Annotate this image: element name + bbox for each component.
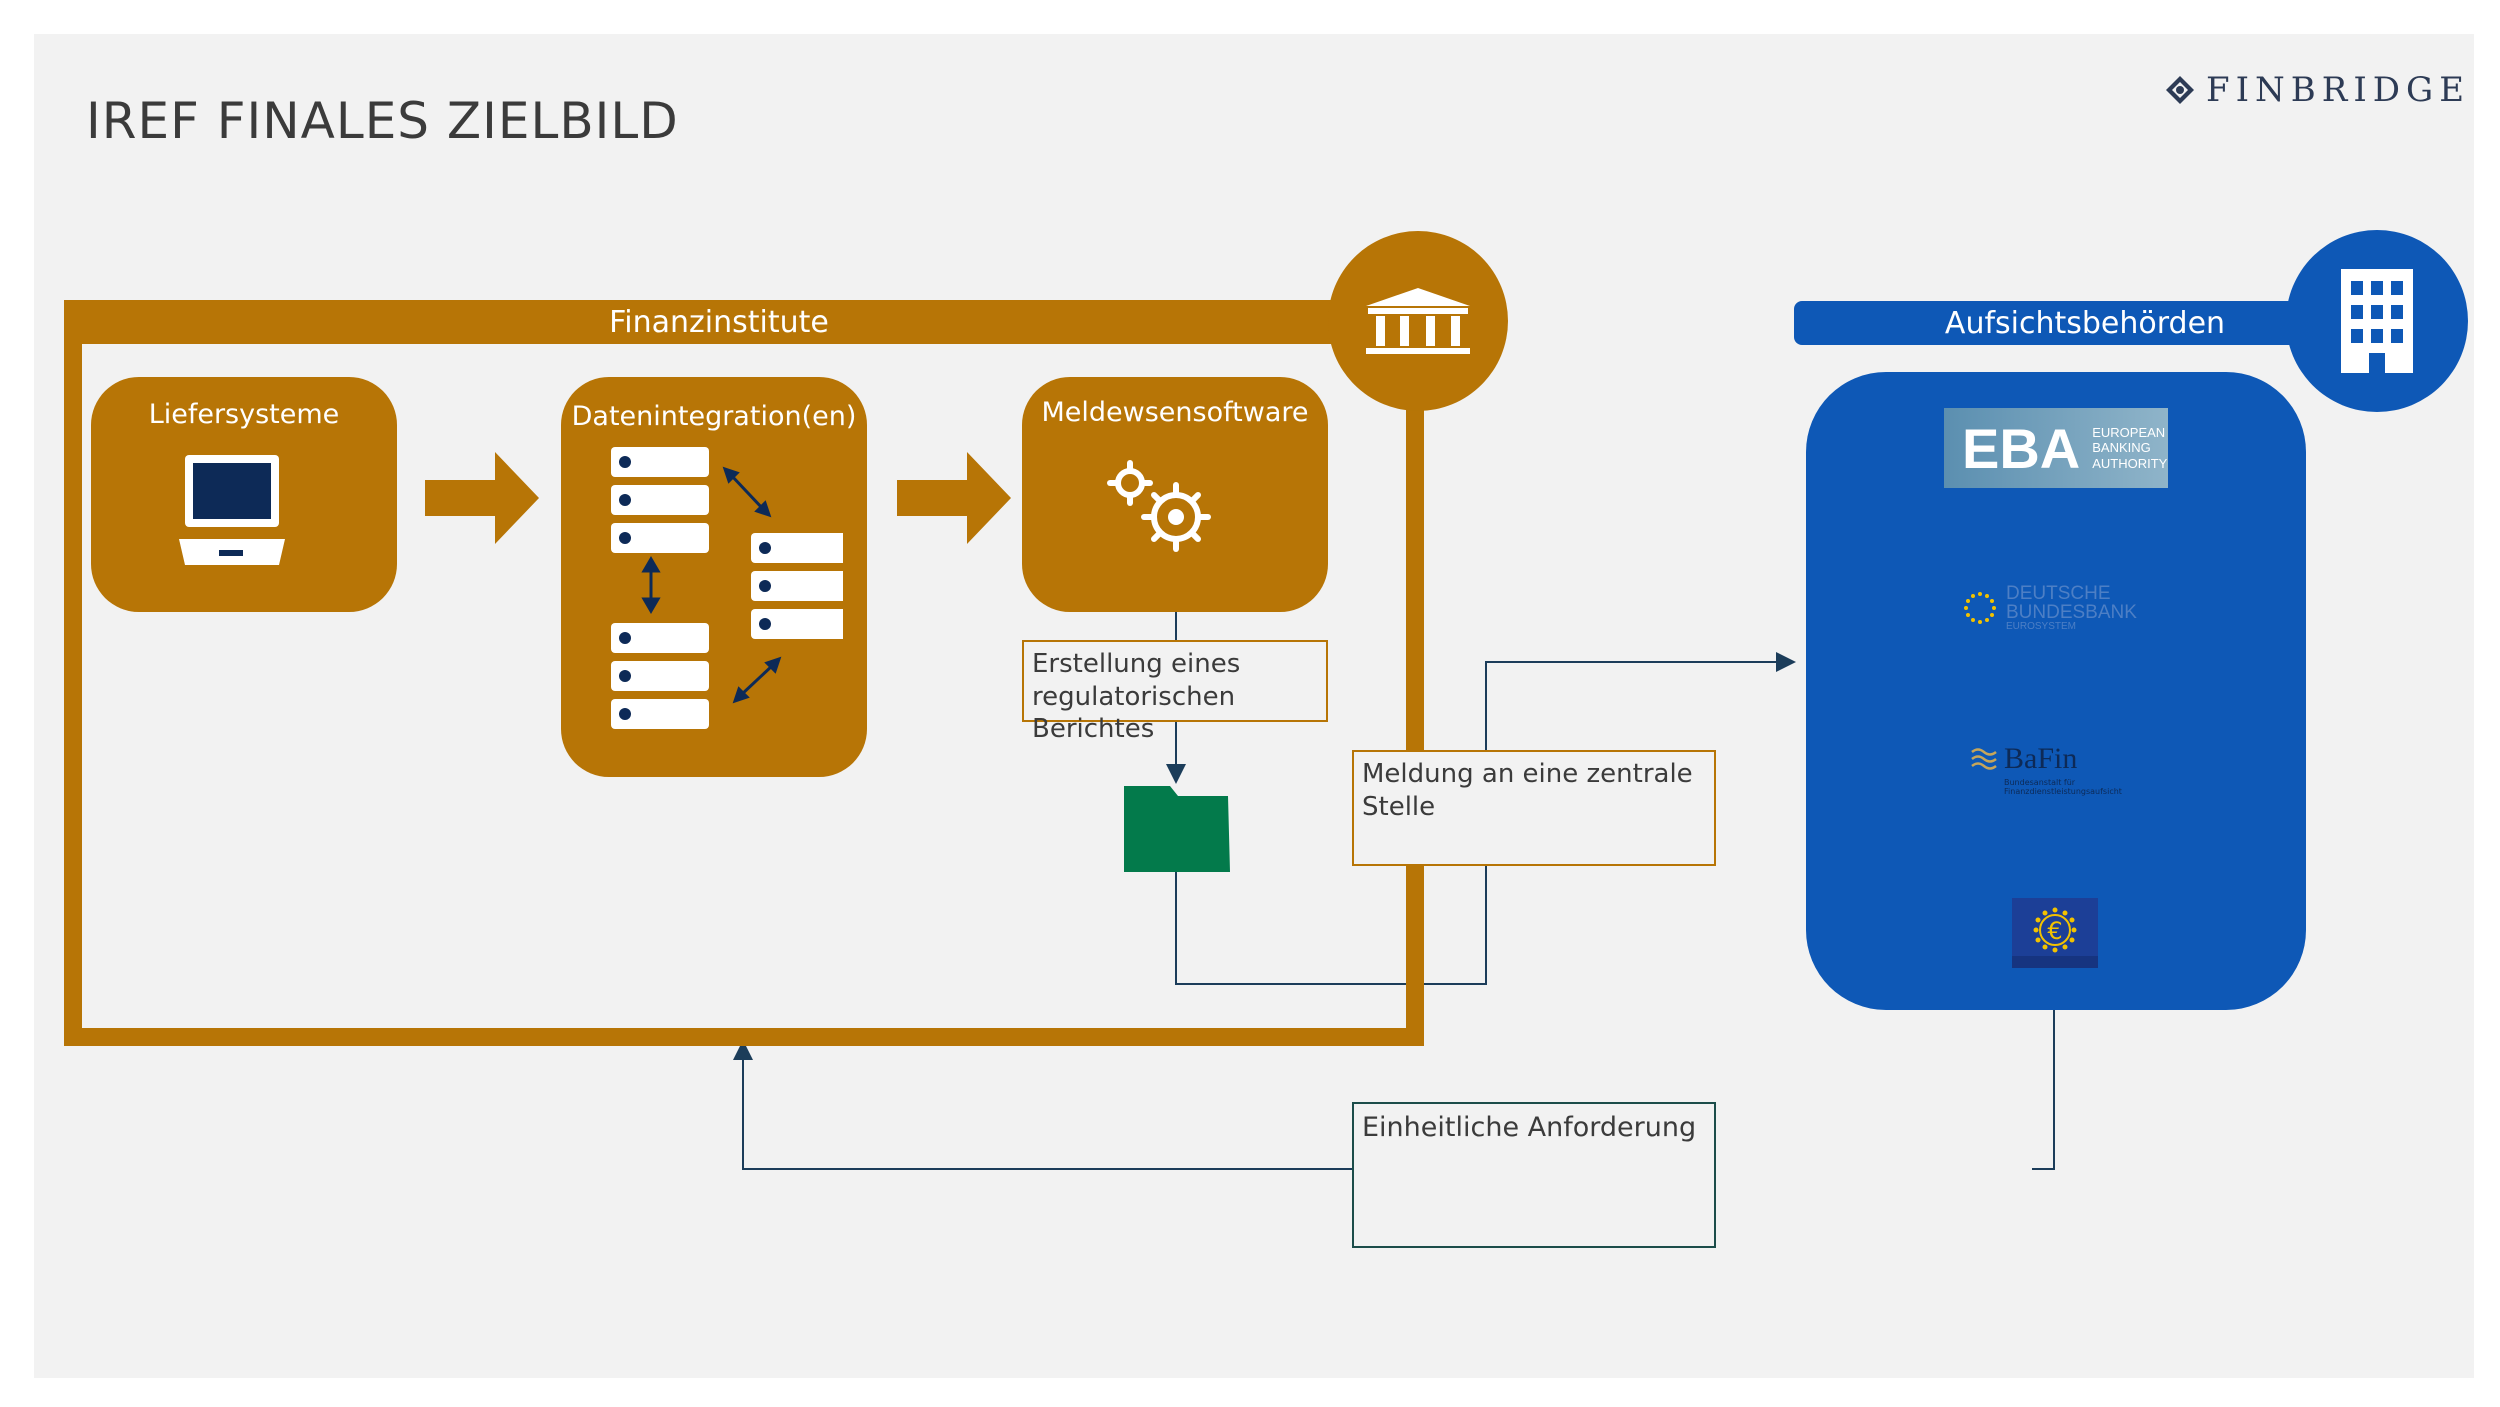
folder-icon bbox=[1124, 786, 1230, 872]
bundesbank-line3: EUROSYSTEM bbox=[2006, 621, 2077, 632]
bafin-sub1: Bundesanstalt für bbox=[2004, 778, 2076, 787]
bafin-name: BaFin bbox=[2004, 742, 2078, 775]
office-circle bbox=[2286, 230, 2468, 412]
flow-arrow-1 bbox=[425, 452, 539, 544]
meldewesen-label: Meldewsensoftware bbox=[1041, 397, 1309, 428]
bafin-waves-icon bbox=[1971, 748, 1997, 770]
eba-small: EUROPEAN BANKING AUTHORITY bbox=[2092, 424, 2168, 471]
note-meldung: Meldung an eine zentrale Stelle bbox=[1352, 750, 1716, 866]
line-folder-aufsicht bbox=[1175, 652, 1796, 985]
liefersysteme-box: Liefersysteme bbox=[91, 377, 397, 612]
bafin-logo: BaFin Bundesanstalt für Finanzdienstleis… bbox=[1970, 744, 2122, 796]
finanzinstitute-band: Finanzinstitute bbox=[64, 300, 1374, 344]
slide: IREF FINALES ZIELBILD FINBRIDGE Finanzin… bbox=[34, 34, 2474, 1378]
eba-big: EBA bbox=[1962, 416, 2081, 480]
logo-text: FINBRIDGE bbox=[2206, 70, 2471, 110]
connector-lines bbox=[733, 612, 2055, 1170]
office-building-icon bbox=[2341, 269, 2413, 373]
finbridge-logo: FINBRIDGE bbox=[2162, 64, 2470, 116]
eba-logo: EBA EUROPEAN BANKING AUTHORITY bbox=[1944, 408, 2168, 488]
server-stack-icon bbox=[611, 447, 843, 729]
euro-flag-icon: € bbox=[2012, 898, 2098, 968]
bafin-sub2: Finanzdienstleistungsaufsicht bbox=[2004, 787, 2122, 796]
bundesbank-logo: DEUTSCHE BUNDESBANK EUROSYSTEM bbox=[1962, 584, 2137, 632]
note-anforderung: Einheitliche Anforderung bbox=[1352, 1102, 1716, 1248]
note-bericht: Erstellung eines regulatorischen Bericht… bbox=[1022, 640, 1328, 744]
line-anforderung-finanz bbox=[733, 1040, 1352, 1170]
finbridge-mark-icon bbox=[2166, 76, 2194, 104]
meldewesen-box: Meldewsensoftware bbox=[1022, 377, 1328, 612]
liefersysteme-label: Liefersysteme bbox=[148, 399, 340, 430]
finanzinstitute-label: Finanzinstitute bbox=[609, 304, 829, 340]
aufsicht-band: Aufsichtsbehörden bbox=[1794, 301, 2376, 345]
datenintegration-box: Datenintegration(en) bbox=[561, 377, 867, 777]
eu-stars-icon bbox=[1964, 592, 1996, 624]
bank-circle bbox=[1328, 231, 1508, 411]
svg-text:€: € bbox=[2047, 917, 2062, 945]
datenintegration-label: Datenintegration(en) bbox=[571, 401, 857, 432]
bundesbank-line2: BUNDESBANK bbox=[2006, 602, 2137, 623]
gears-icon bbox=[1107, 460, 1211, 552]
line-aufsicht-finanz bbox=[2032, 1010, 2055, 1170]
laptop-icon bbox=[179, 455, 285, 565]
aufsicht-panel: EBA EUROPEAN BANKING AUTHORITY DEUTSCHE … bbox=[1806, 372, 2306, 1010]
aufsicht-label: Aufsichtsbehörden bbox=[1944, 305, 2226, 341]
flow-arrow-2 bbox=[897, 452, 1011, 544]
bundesbank-line1: DEUTSCHE bbox=[2006, 583, 2111, 604]
page-title: IREF FINALES ZIELBILD bbox=[86, 92, 679, 150]
bank-building-icon bbox=[1366, 288, 1470, 354]
